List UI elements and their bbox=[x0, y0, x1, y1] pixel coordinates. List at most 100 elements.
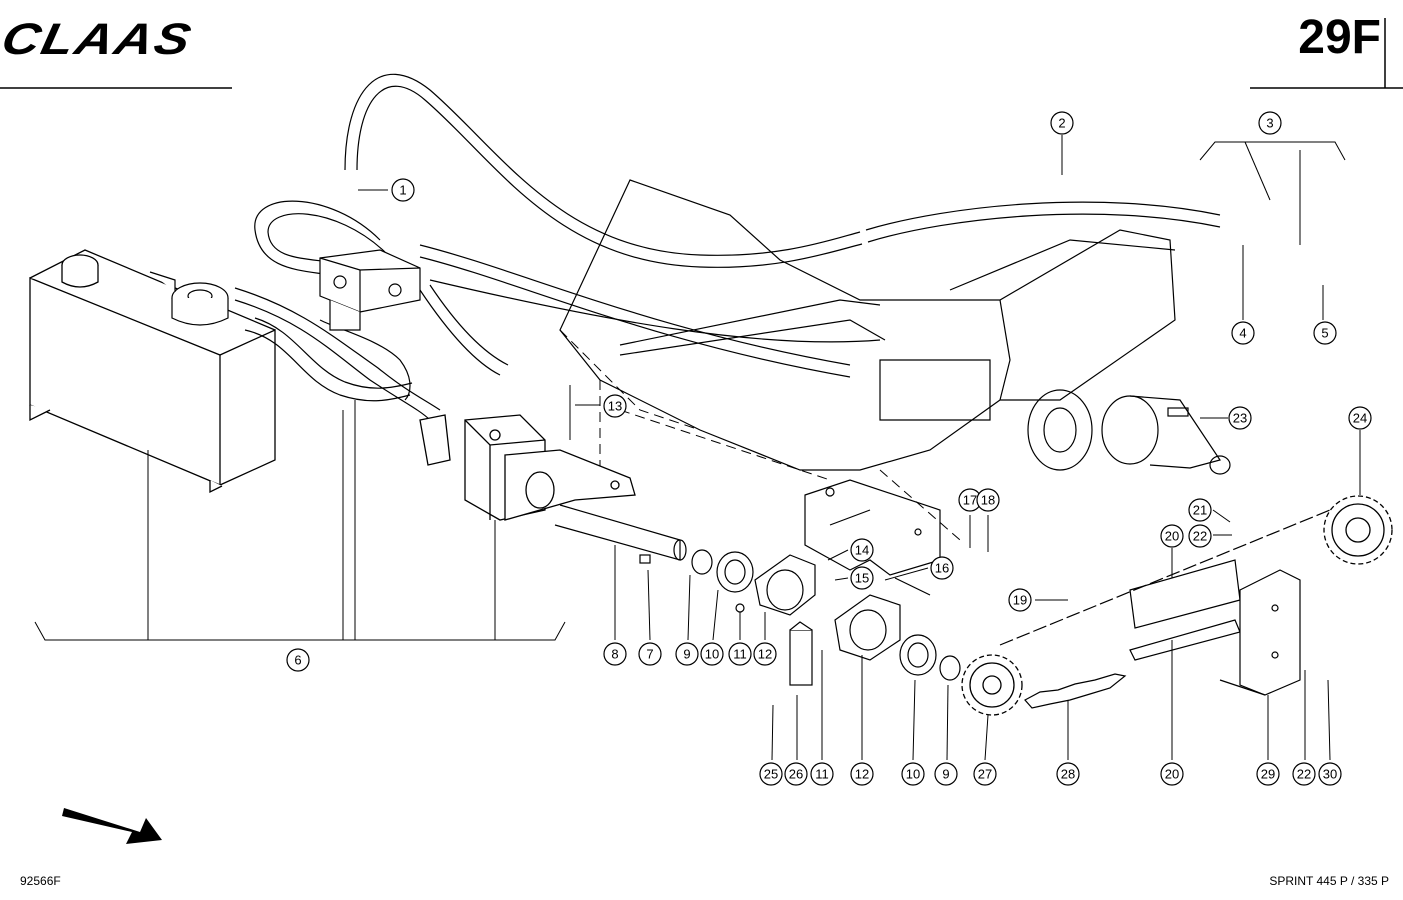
callout-9: 9 bbox=[675, 642, 699, 666]
callout-number: 14 bbox=[855, 543, 869, 558]
bearing-group-right bbox=[789, 577, 961, 686]
hydraulic-tank bbox=[29, 249, 276, 494]
callout-number: 30 bbox=[1323, 767, 1337, 782]
callout-number: 26 bbox=[789, 767, 803, 782]
callout-circle bbox=[784, 762, 808, 786]
callout-circle bbox=[1160, 762, 1184, 786]
callout-circle bbox=[675, 642, 699, 666]
callout-12: 12 bbox=[753, 642, 777, 666]
callout-number: 9 bbox=[683, 647, 690, 662]
valve-block bbox=[319, 249, 421, 331]
callout-circle bbox=[1313, 321, 1337, 345]
callout-circle bbox=[1318, 762, 1342, 786]
callout-number: 13 bbox=[608, 399, 622, 414]
callout-8: 8 bbox=[603, 642, 627, 666]
sprockets bbox=[961, 495, 1393, 716]
callout-number: 4 bbox=[1239, 326, 1246, 341]
callout-number: 10 bbox=[705, 647, 719, 662]
sheet-number: 29F bbox=[1298, 11, 1381, 64]
callout-number: 8 bbox=[611, 647, 618, 662]
callout-number: 18 bbox=[981, 493, 995, 508]
callout-number: 17 bbox=[963, 493, 977, 508]
callout-11: 11 bbox=[728, 642, 752, 666]
callout-circle bbox=[1292, 762, 1316, 786]
callout-20: 20 bbox=[1160, 762, 1184, 786]
callout-25: 25 bbox=[759, 762, 783, 786]
callout-number: 20 bbox=[1165, 529, 1179, 544]
callout-number: 29 bbox=[1261, 767, 1275, 782]
callout-15: 15 bbox=[850, 566, 874, 590]
callout-circle bbox=[603, 642, 627, 666]
callout-number: 22 bbox=[1193, 529, 1207, 544]
callout-circle bbox=[638, 642, 662, 666]
callout-29: 29 bbox=[1256, 762, 1280, 786]
callout-circle bbox=[934, 762, 958, 786]
callout-number: 27 bbox=[978, 767, 992, 782]
callout-number: 15 bbox=[855, 571, 869, 586]
tensioner-bracket bbox=[1129, 559, 1301, 696]
callout-number: 5 bbox=[1321, 326, 1328, 341]
callout-22: 22 bbox=[1188, 524, 1212, 548]
callout-6: 6 bbox=[286, 648, 310, 672]
callout-number: 1 bbox=[399, 183, 406, 198]
callout-2: 2 bbox=[1050, 111, 1074, 135]
callout-number: 22 bbox=[1297, 767, 1311, 782]
callout-number: 28 bbox=[1061, 767, 1075, 782]
callout-23: 23 bbox=[1228, 406, 1252, 430]
callout-circle bbox=[700, 642, 724, 666]
callout-28: 28 bbox=[1056, 762, 1080, 786]
callout-circle bbox=[1050, 111, 1074, 135]
callout-number: 2 bbox=[1058, 116, 1065, 131]
callout-circle bbox=[1160, 524, 1184, 548]
callout-number: 10 bbox=[906, 767, 920, 782]
callout-circle bbox=[1188, 498, 1212, 522]
callout-1: 1 bbox=[391, 178, 415, 202]
callout-18: 18 bbox=[976, 488, 1000, 512]
callout-13: 13 bbox=[603, 394, 627, 418]
callout-5: 5 bbox=[1313, 321, 1337, 345]
callout-number: 9 bbox=[942, 767, 949, 782]
leader-lines bbox=[34, 135, 1361, 761]
callout-number: 3 bbox=[1266, 116, 1273, 131]
callout-number: 21 bbox=[1193, 503, 1207, 518]
callout-22: 22 bbox=[1292, 762, 1316, 786]
callout-circle bbox=[850, 762, 874, 786]
callout-14: 14 bbox=[850, 538, 874, 562]
callout-circle bbox=[1258, 111, 1282, 135]
callout-number: 20 bbox=[1165, 767, 1179, 782]
callout-11: 11 bbox=[810, 762, 834, 786]
callout-number: 6 bbox=[294, 653, 301, 668]
callout-circle bbox=[973, 762, 997, 786]
callout-circle bbox=[1008, 588, 1032, 612]
callout-number: 11 bbox=[815, 767, 829, 782]
model-designation: SPRINT 445 P / 335 P bbox=[1269, 874, 1389, 888]
callout-circle bbox=[1231, 321, 1255, 345]
callout-circle bbox=[391, 178, 415, 202]
callout-30: 30 bbox=[1318, 762, 1342, 786]
callout-circle bbox=[753, 642, 777, 666]
callout-circle bbox=[1056, 762, 1080, 786]
callout-16: 16 bbox=[930, 556, 954, 580]
callout-circle bbox=[850, 538, 874, 562]
callout-24: 24 bbox=[1348, 406, 1372, 430]
callout-circle bbox=[759, 762, 783, 786]
bearing-group-left bbox=[691, 549, 816, 616]
callout-7: 7 bbox=[638, 642, 662, 666]
callout-number: 25 bbox=[764, 767, 778, 782]
hydraulic-pump bbox=[419, 414, 636, 521]
callout-number: 16 bbox=[935, 561, 949, 576]
callout-number: 12 bbox=[758, 647, 772, 662]
callout-12: 12 bbox=[850, 762, 874, 786]
drawing-number: 92566F bbox=[20, 874, 61, 888]
callout-circle bbox=[1188, 524, 1212, 548]
drive-chain bbox=[999, 509, 1331, 709]
wheel-hub bbox=[1027, 389, 1231, 475]
callout-number: 11 bbox=[733, 647, 747, 662]
callout-number: 7 bbox=[646, 647, 653, 662]
drive-shaft bbox=[554, 504, 687, 564]
callout-circle bbox=[930, 556, 954, 580]
callout-10: 10 bbox=[901, 762, 925, 786]
